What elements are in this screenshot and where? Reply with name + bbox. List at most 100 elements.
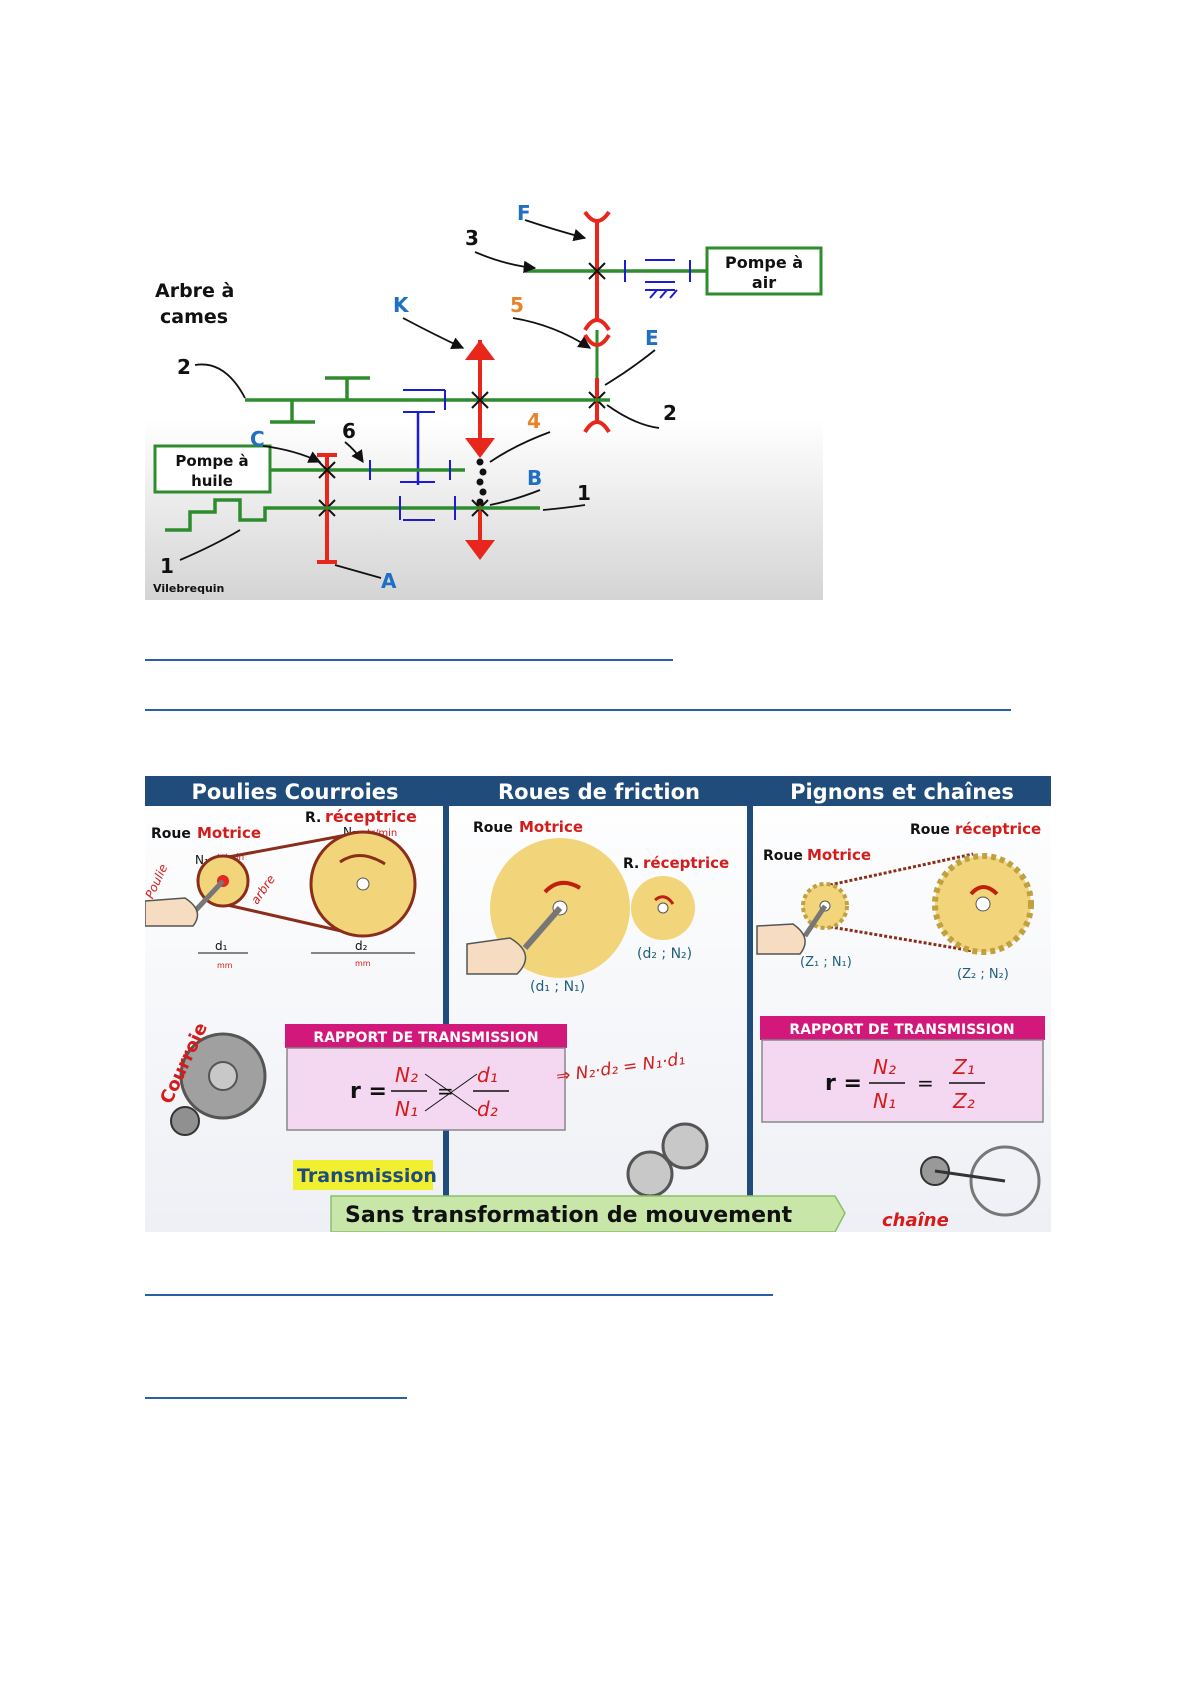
pompe-huile-box	[153, 444, 272, 494]
label-4: 4	[527, 409, 541, 433]
pulley-d2: d₂	[355, 939, 368, 953]
label-F: F	[517, 201, 531, 225]
answer-line-4	[145, 1397, 407, 1399]
pompe-air-label-1: Pompe à	[725, 253, 803, 272]
pulley-motrice: Motrice	[197, 824, 261, 842]
friction-motrice: Motrice	[519, 818, 583, 836]
pompe-air-box	[705, 246, 823, 296]
chain-motrice: Motrice	[807, 846, 871, 864]
gear-K-top-arrow	[465, 340, 495, 360]
chain-link-3	[476, 478, 484, 486]
arrow-K	[402, 317, 465, 349]
header-bar-2	[449, 776, 749, 806]
gear-F-top	[583, 210, 611, 223]
chain-link-2	[479, 468, 487, 476]
courroie-pulley-hub	[208, 1061, 238, 1091]
arrow-4	[489, 431, 551, 463]
hand-2	[466, 937, 527, 975]
transmission-label: Transmission :	[297, 1165, 451, 1187]
rotation-arrow-pulley	[339, 854, 386, 866]
formula-1-den1: N₁	[395, 1097, 418, 1121]
pulley-large-hub	[356, 877, 370, 891]
label-1-left: 1	[160, 554, 174, 578]
cross-K	[471, 391, 489, 409]
gear-K-bottom-arrow	[465, 438, 495, 458]
rapport-box-1	[286, 1047, 566, 1131]
friction-r-prefix: R.	[623, 856, 639, 872]
label-2-left: 2	[177, 355, 191, 379]
chain-link-4	[479, 488, 487, 496]
title-pignons: Pignons et chaînes	[790, 780, 1014, 804]
friction-label-2: (d₂ ; N₂)	[637, 946, 692, 962]
friction-label-1: (d₁ ; N₁)	[530, 979, 585, 995]
title-poulies: Poulies Courroies	[191, 780, 398, 804]
gear-F-bottom	[583, 318, 611, 332]
pulley-unit-2: tr/min	[367, 828, 397, 839]
formula-1-num2: d₁	[477, 1063, 498, 1087]
arrow-5	[512, 317, 592, 349]
pompe-air-label-2: air	[752, 273, 776, 292]
transmission-bg	[293, 1160, 433, 1190]
answer-line-1	[145, 659, 673, 661]
cross-F	[588, 262, 606, 280]
label-arbre-cames-1: Arbre à	[155, 280, 234, 302]
pulley-r-prefix: R.	[305, 810, 321, 826]
arrow-A	[334, 564, 382, 579]
friction-3d-wheel-1	[661, 1122, 709, 1170]
title-friction: Roues de friction	[498, 780, 700, 804]
arrow-1-right	[542, 504, 586, 511]
label-6: 6	[342, 419, 356, 443]
transmission-panel: Poulies Courroies Roues de friction Pign…	[145, 776, 1051, 1232]
formula-2-eq: =	[917, 1071, 934, 1095]
shaft-1-crankshaft	[165, 498, 540, 532]
bike-frame	[934, 1169, 1006, 1183]
friction-3d-wheel-2	[626, 1150, 674, 1198]
label-vilebrequin: Vilebrequin	[153, 582, 224, 595]
formula-2-den2: Z₂	[952, 1089, 975, 1113]
divider-2	[747, 776, 753, 1196]
rapport-header-1	[285, 1024, 567, 1048]
arrow-6	[344, 441, 364, 464]
rotation-arrow-friction-1	[543, 880, 582, 894]
chain-link-5	[476, 498, 484, 506]
label-A: A	[381, 569, 397, 593]
sprocket-large-hub	[975, 896, 991, 912]
rotation-arrow-chain	[969, 885, 999, 896]
header-bar-3	[753, 776, 1051, 806]
chain-bottom	[824, 924, 974, 953]
formula-2-r: r =	[825, 1071, 862, 1096]
chain-roue-1: Roue	[910, 822, 950, 838]
chain-label-1: (Z₁ ; N₁)	[800, 955, 852, 970]
formula-1-num1: N₂	[395, 1063, 418, 1087]
arrow-3	[474, 251, 537, 274]
cross-C	[318, 461, 336, 479]
arrow-E	[604, 349, 656, 386]
rapport-title-1: RAPPORT DE TRANSMISSION	[313, 1030, 538, 1046]
pompe-huile-label-2: huile	[191, 472, 233, 490]
pulley-roue: Roue	[151, 826, 191, 842]
hatch-2	[659, 289, 668, 299]
pulley-d1: d₁	[215, 939, 228, 953]
label-5: 5	[510, 293, 524, 317]
rapport-title-2: RAPPORT DE TRANSMISSION	[789, 1022, 1014, 1038]
label-K: K	[393, 293, 410, 317]
sans-transformation: Sans transformation de mouvement	[345, 1203, 793, 1228]
bike-wheel	[969, 1145, 1041, 1217]
answer-line-2	[145, 709, 1011, 711]
rapport-box-2	[761, 1039, 1044, 1123]
hand-3	[756, 923, 806, 955]
formula-2-num2: Z₁	[952, 1055, 975, 1079]
gear-B-bottom-arrow	[465, 540, 495, 560]
hand-1	[145, 897, 199, 927]
pulley-mm-2: mm	[355, 959, 371, 968]
arrow-F	[524, 219, 587, 242]
label-3: 3	[465, 226, 479, 250]
rapport-header-2	[760, 1016, 1045, 1040]
label-B: B	[527, 466, 542, 490]
label-C: C	[250, 427, 265, 451]
formula-1-eq: =	[437, 1079, 454, 1103]
label-arbre-cames-2: cames	[160, 306, 228, 328]
formula-1-den2: d₂	[477, 1097, 498, 1121]
answer-line-3	[145, 1294, 773, 1296]
arrow-1-left	[179, 529, 241, 561]
